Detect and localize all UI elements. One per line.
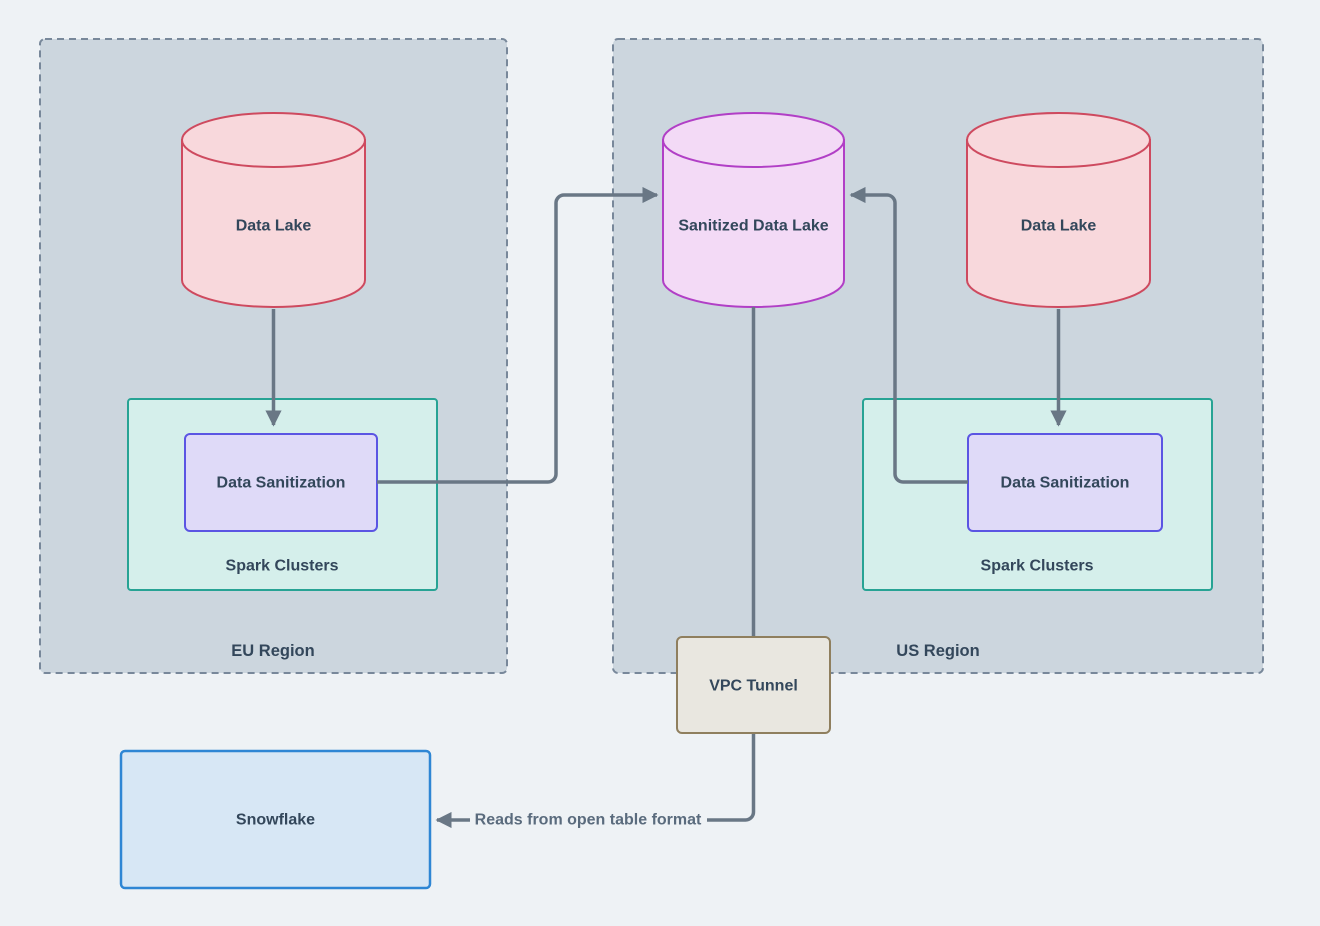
us-data-lake-label: Data Lake	[1021, 218, 1097, 235]
eu-spark-clusters-label: Spark Clusters	[226, 558, 339, 575]
vpc-tunnel-label: VPC Tunnel	[709, 678, 798, 695]
snowflake-label: Snowflake	[236, 812, 315, 829]
us-data-sanitization-label: Data Sanitization	[1001, 475, 1130, 492]
eu-data-lake-label: Data Lake	[236, 218, 312, 235]
edge-vpc-tunnel-to-label	[707, 733, 756, 822]
eu-data-sanitization-label: Data Sanitization	[217, 475, 346, 492]
reads-open-table-format-edge-label: Reads from open table format	[475, 812, 702, 829]
us-spark-clusters-label: Spark Clusters	[981, 558, 1094, 575]
snowflake-box	[119, 749, 432, 890]
edge-us-sanitization-to-sanitized-lake	[849, 186, 968, 484]
vpc-tunnel-box	[676, 636, 831, 734]
us-data-lake-cylinder	[966, 112, 1151, 308]
edge-eu-sanitization-to-sanitized-lake	[377, 186, 659, 484]
eu-region-label: EU Region	[231, 642, 314, 660]
sanitized-data-lake-cylinder	[662, 112, 845, 308]
sanitized-data-lake-label: Sanitized Data Lake	[678, 218, 828, 235]
eu-data-lake-cylinder	[181, 112, 366, 308]
us-region-label: US Region	[896, 642, 979, 660]
